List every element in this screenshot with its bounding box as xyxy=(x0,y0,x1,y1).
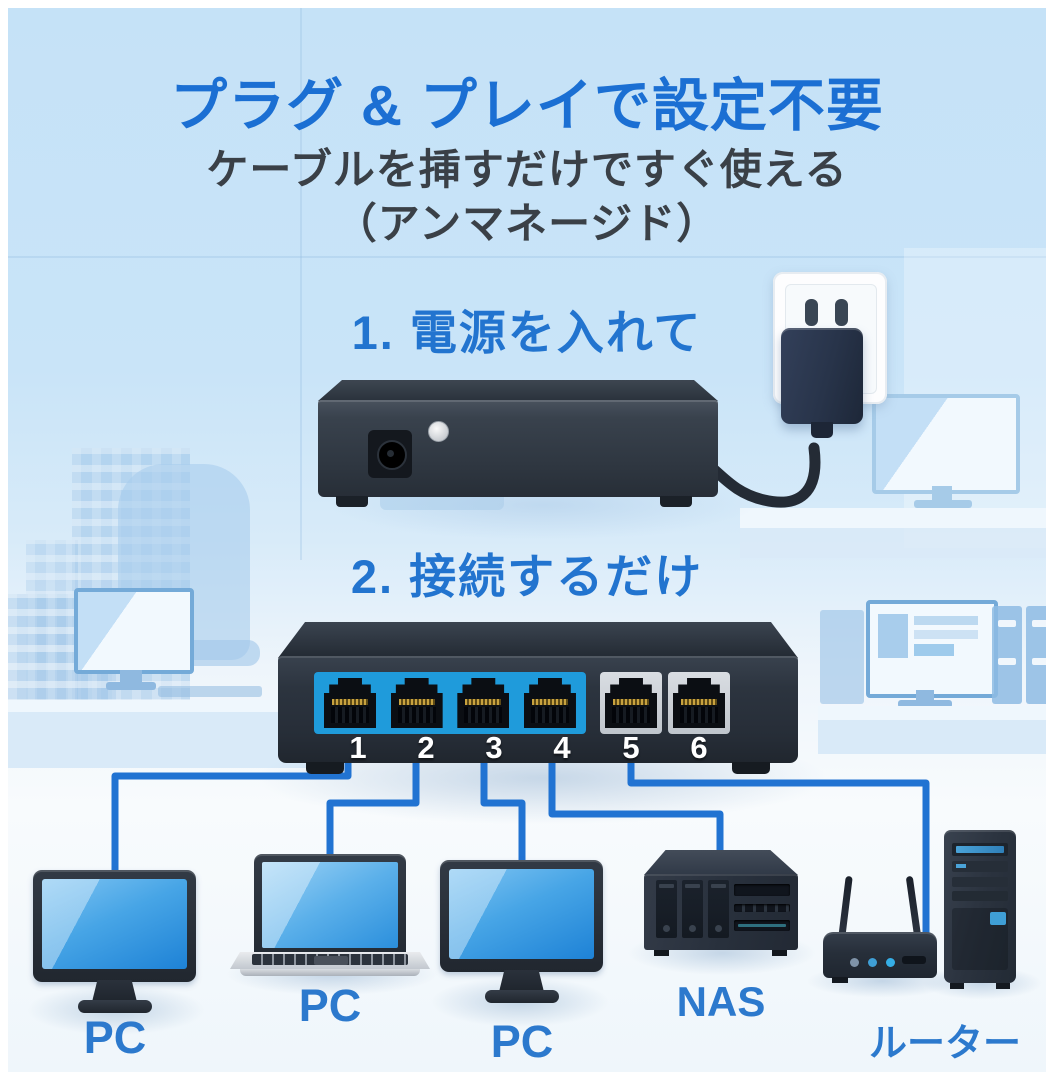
port-number-4: 4 xyxy=(553,730,571,765)
router-led xyxy=(886,958,895,967)
port-number-5: 5 xyxy=(622,730,640,765)
background-desk-front xyxy=(818,720,1046,754)
background-monitor xyxy=(866,600,998,698)
background-side-panel xyxy=(820,610,864,704)
nas-slot xyxy=(734,920,790,931)
pc-monitor-neck xyxy=(92,980,137,1002)
background-cabinet xyxy=(992,606,1022,704)
scene-background: プラグ & プレイで設定不要 ケーブルを挿すだけですぐ使える （アンマネージド）… xyxy=(8,8,1046,1072)
device-label-nas: NAS xyxy=(676,978,766,1025)
nas-slot xyxy=(734,904,790,912)
switch-front-foot xyxy=(732,762,770,774)
step1-label: 1. 電源を入れて xyxy=(351,306,703,359)
page-title: プラグ & プレイで設定不要 xyxy=(170,74,884,138)
background-monitor xyxy=(872,394,1020,494)
window-mullion-vertical xyxy=(300,8,302,560)
ethernet-port-4 xyxy=(523,678,576,728)
port-number-1: 1 xyxy=(349,730,367,765)
pc-monitor-base xyxy=(78,1000,152,1013)
router-foot xyxy=(832,977,848,983)
device-label-pc1: PC xyxy=(83,1012,147,1063)
port-number-6: 6 xyxy=(690,730,708,765)
port-number-3: 3 xyxy=(485,730,503,765)
switch-back-foot xyxy=(336,496,368,507)
laptop-illustration xyxy=(254,854,406,954)
subtitle-line2: （アンマネージド） xyxy=(334,200,720,247)
lan-port-group-blue xyxy=(314,672,586,734)
ethernet-port-1 xyxy=(324,678,376,728)
background-screen-line xyxy=(914,616,978,625)
background-monitor-base xyxy=(914,500,972,508)
pc-monitor-illustration xyxy=(33,870,196,982)
window-mullion-horizontal xyxy=(8,256,1046,258)
router-led xyxy=(850,958,859,967)
ethernet-port-3 xyxy=(457,678,510,728)
tower-pc-illustration xyxy=(944,830,1016,989)
port-number-2: 2 xyxy=(417,730,435,765)
device-label-pc3: PC xyxy=(490,1016,554,1067)
router-led xyxy=(868,958,877,967)
background-screen-line xyxy=(914,644,954,656)
background-desk xyxy=(8,700,338,712)
background-screen-block xyxy=(878,614,908,658)
power-adapter-illustration xyxy=(781,328,863,424)
pc-monitor-illustration xyxy=(440,860,603,972)
background-screen-line xyxy=(914,630,978,639)
ethernet-port-6 xyxy=(668,672,730,734)
switch-front-foot xyxy=(306,762,344,774)
background-desk-front xyxy=(740,528,1046,558)
background-keyboard xyxy=(158,686,262,697)
laptop-front-lip xyxy=(240,969,420,976)
background-monitor-base xyxy=(106,682,156,690)
background-monitor-base xyxy=(898,700,952,708)
step2-label: 2. 接続するだけ xyxy=(350,550,704,603)
nas-drive-bay xyxy=(708,880,729,938)
router-card-slot xyxy=(902,956,926,964)
router-antenna-left xyxy=(838,875,853,939)
nas-slot xyxy=(734,884,790,896)
pc-monitor-neck xyxy=(499,970,544,992)
device-label-pc2: PC xyxy=(298,980,362,1031)
switch-back-top-face xyxy=(318,380,718,401)
nas-drive-bay xyxy=(656,880,677,938)
device-label-router: ルーター xyxy=(868,1023,1021,1065)
nas-foot xyxy=(772,950,787,956)
laptop-touchpad xyxy=(314,956,348,965)
outlet-slot-left xyxy=(805,299,818,326)
outlet-slot-right xyxy=(835,299,848,326)
reset-button xyxy=(428,421,449,442)
background-desk xyxy=(818,706,1046,720)
ethernet-port-5 xyxy=(600,672,662,734)
background-cabinet xyxy=(1026,606,1046,704)
nas-foot xyxy=(654,950,669,956)
pc-monitor-base xyxy=(485,990,559,1003)
background-monitor-stand xyxy=(932,486,952,500)
background-monitor-stand xyxy=(916,690,934,700)
background-monitor-stand xyxy=(120,670,142,682)
switch-back-foot xyxy=(660,496,692,507)
router-illustration xyxy=(823,932,937,978)
ethernet-port-2 xyxy=(390,678,443,728)
switch-front-top-face xyxy=(278,622,798,658)
router-antenna-right xyxy=(905,875,922,939)
dc-power-jack xyxy=(368,430,412,478)
background-desk xyxy=(740,508,1046,528)
background-monitor xyxy=(74,588,194,674)
nas-top-face xyxy=(644,850,798,875)
power-adapter-strain-relief xyxy=(811,422,833,438)
subtitle-line1: ケーブルを挿すだけですぐ使える xyxy=(206,146,848,193)
nas-drive-bay xyxy=(682,880,703,938)
